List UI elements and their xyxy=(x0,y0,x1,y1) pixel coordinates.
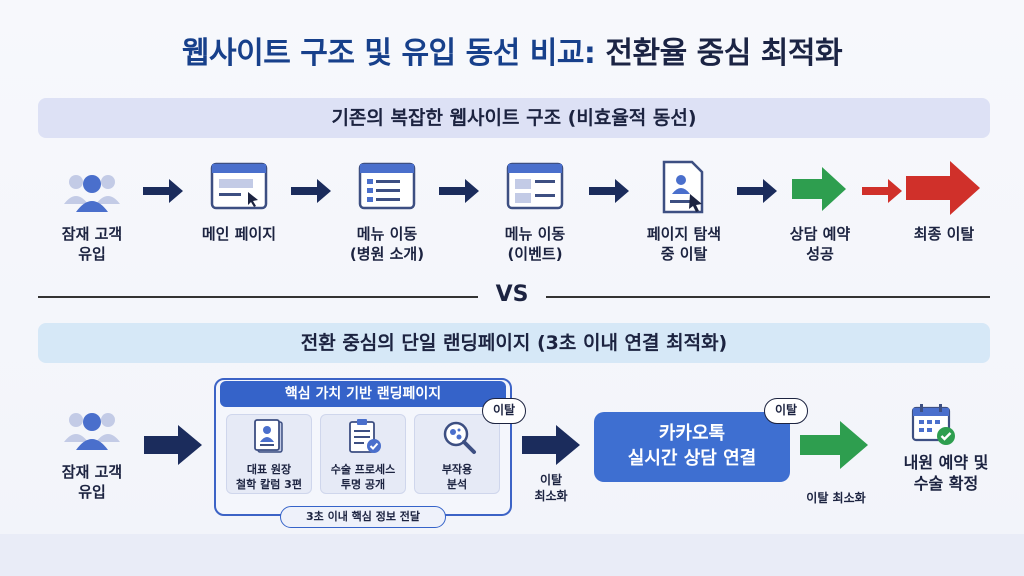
final-goal-label: 내원 예약 및 수술 확정 xyxy=(876,452,1016,494)
kakao-line2: 실시간 상담 연결 xyxy=(627,448,757,469)
menu-grid-icon xyxy=(506,162,564,210)
checklist-icon xyxy=(349,419,381,453)
step-label: 메뉴 이동 (병원 소개) xyxy=(349,225,425,263)
flow-arrow xyxy=(439,179,479,203)
step-label: 페이지 탐색 중 이탈 xyxy=(646,225,722,263)
step-label: 상담 예약 성공 xyxy=(789,225,851,263)
section1-banner: 기존의 복잡한 웹사이트 구조 (비효율적 동선) xyxy=(38,98,990,138)
magnifier-icon xyxy=(443,421,476,454)
section2-banner: 전환 중심의 단일 랜딩페이지 (3초 이내 연결 최적화) xyxy=(38,323,990,363)
doc-person-icon xyxy=(254,419,283,453)
arrow-label: 이탈 최소화 xyxy=(534,473,568,503)
flow-arrow-red-small xyxy=(862,179,902,203)
exit-bubble: 이탈 xyxy=(482,398,526,424)
title-main: 웹사이트 구조 및 유입 동선 비교: xyxy=(181,36,596,71)
exit-bubble: 이탈 xyxy=(764,398,808,424)
green-arrow-icon xyxy=(800,421,868,469)
title-sub: 전환율 중심 최적화 xyxy=(595,36,843,71)
arrow-label: 이탈 최소화 xyxy=(806,491,866,505)
final-line2: 수술 확정 xyxy=(913,474,979,493)
flow-arrow-large xyxy=(144,425,202,465)
flow-arrow xyxy=(737,179,777,203)
browser-icon xyxy=(210,162,268,210)
step-label: 최종 이탈 xyxy=(913,225,975,243)
users-icon xyxy=(64,413,120,450)
card-label: 수술 프로세스 투명 공개 xyxy=(330,463,396,491)
page-title: 웹사이트 구조 및 유입 동선 비교: 전환율 중심 최적화 xyxy=(0,28,1024,72)
kakao-line1: 카카오톡 xyxy=(658,423,726,444)
card-label: 대표 원장 철학 칼럼 3편 xyxy=(236,463,302,491)
flow-arrow-large xyxy=(522,425,580,465)
bottom-band xyxy=(0,534,1024,576)
green-arrow-icon xyxy=(792,167,846,211)
flow-arrow xyxy=(143,179,183,203)
final-line1: 내원 예약 및 xyxy=(903,453,989,472)
users-icon xyxy=(64,175,120,212)
divider-right xyxy=(546,296,990,298)
calendar-check-icon xyxy=(911,404,955,445)
red-arrow-icon xyxy=(906,161,980,215)
card-label: 부작용 분석 xyxy=(441,463,473,491)
vs-label: VS xyxy=(495,282,529,307)
flow-arrow xyxy=(589,179,629,203)
kakao-consult-box: 카카오톡 실시간 상담 연결 xyxy=(594,412,790,482)
visitor-label: 잠재 고객 유입 xyxy=(61,463,123,501)
step-label: 잠재 고객 유입 xyxy=(61,225,123,263)
document-search-icon xyxy=(662,160,704,214)
step-label: 메뉴 이동 (이벤트) xyxy=(504,225,566,263)
step-label: 메인 페이지 xyxy=(201,225,277,243)
divider-left xyxy=(38,296,478,298)
landing-footer-badge: 3초 이내 핵심 정보 전달 xyxy=(280,506,446,528)
flow-arrow xyxy=(291,179,331,203)
menu-list-icon xyxy=(358,162,416,210)
landing-page-header: 핵심 가치 기반 랜딩페이지 xyxy=(220,381,506,407)
